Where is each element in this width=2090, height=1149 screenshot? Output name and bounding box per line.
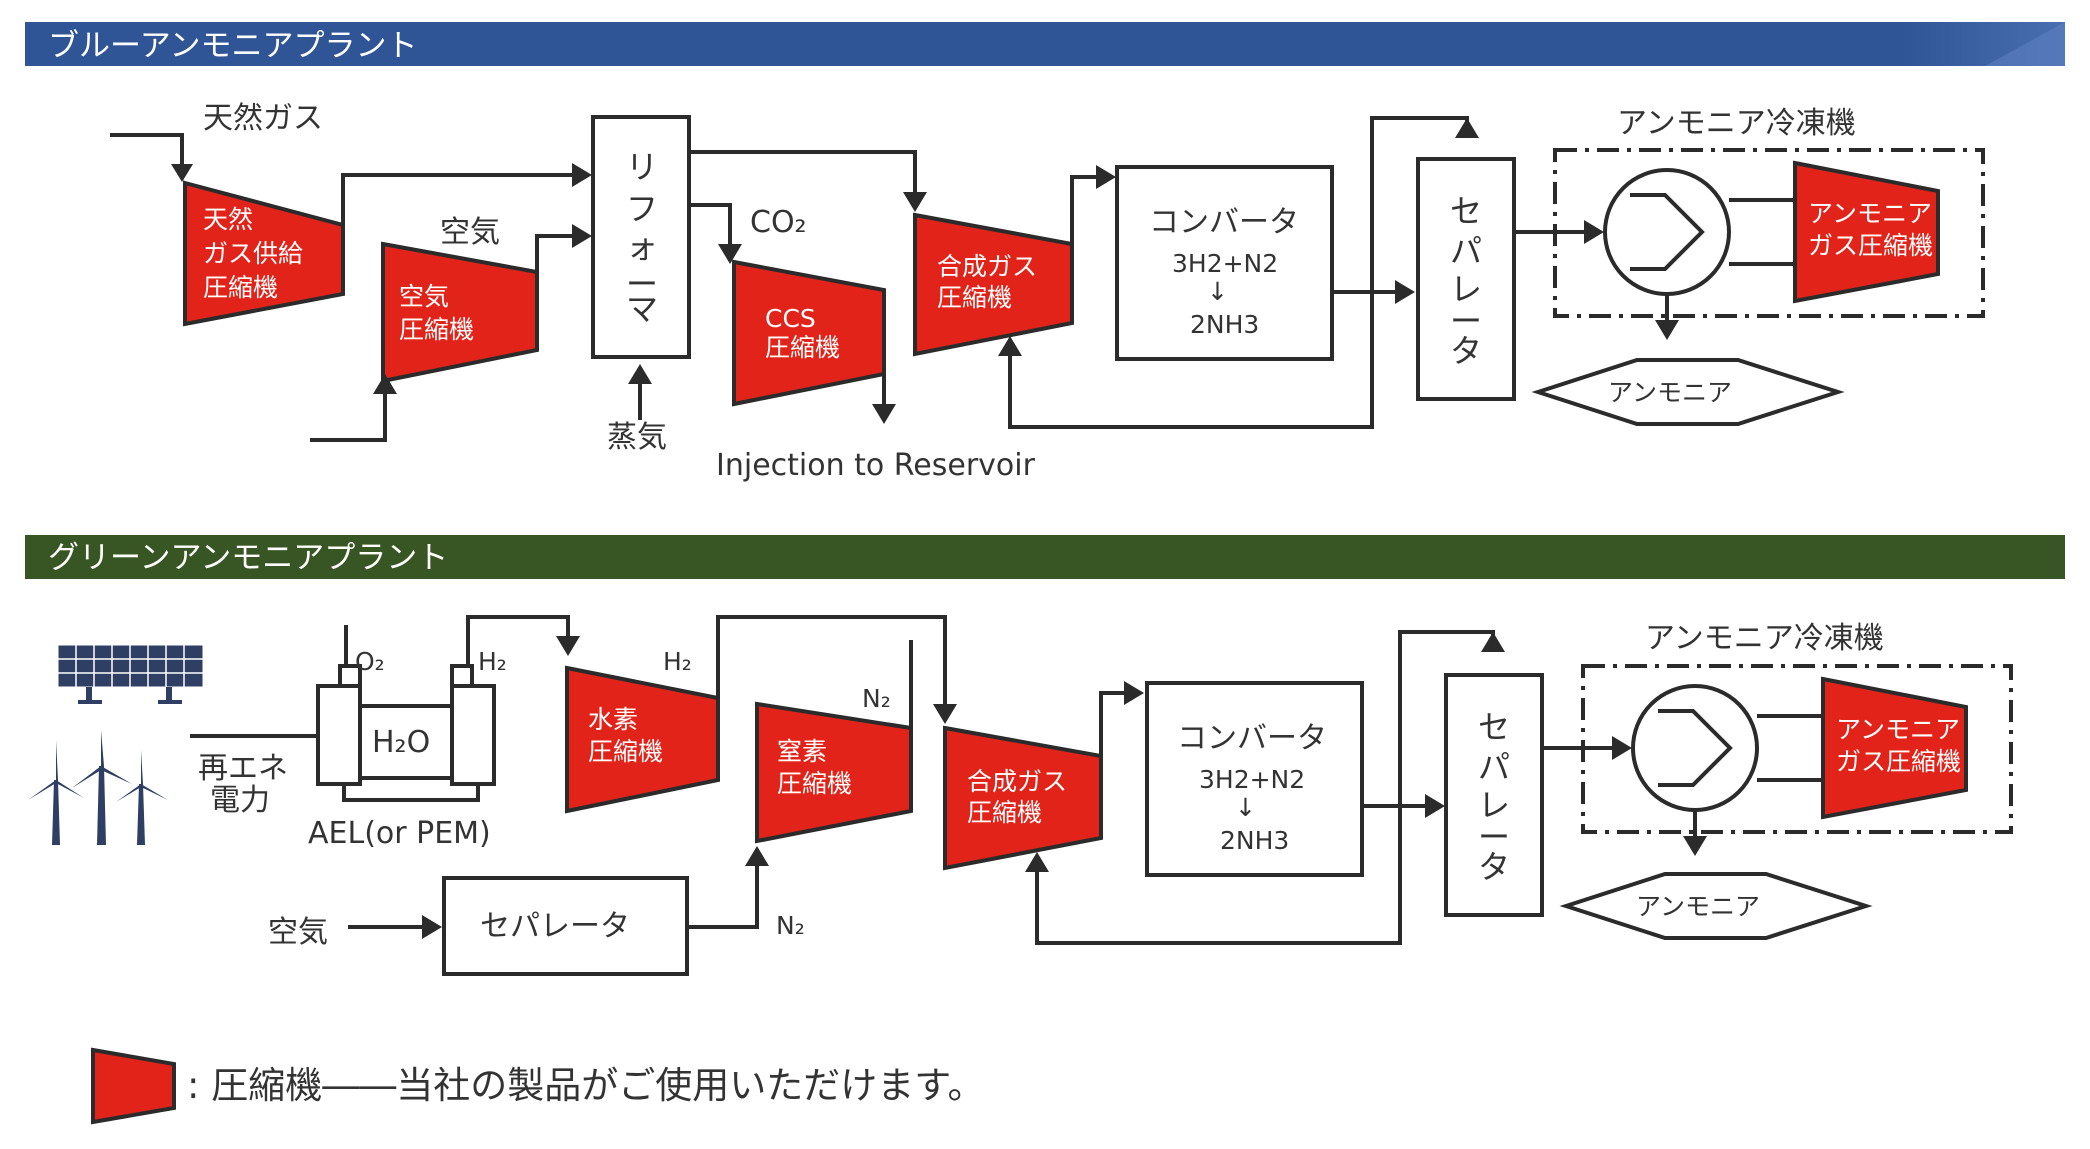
refrigerator-label-blue: アンモニア冷凍機 bbox=[1617, 106, 1856, 141]
converter-box-blue bbox=[1115, 165, 1334, 361]
h2-label: H₂ bbox=[663, 647, 692, 676]
sep-green-char4: ー bbox=[1478, 818, 1510, 856]
air-comp-line1: 空気 bbox=[399, 282, 449, 311]
n2-compressor bbox=[755, 701, 913, 844]
h2-comp-line1: 水素 bbox=[588, 705, 638, 734]
o2-label: O₂ bbox=[355, 647, 385, 676]
syngas-compressor-blue bbox=[913, 212, 1074, 357]
syngas-blue-line1: 合成ガス bbox=[937, 252, 1037, 281]
natural-gas-compressor bbox=[183, 180, 345, 327]
syngas-blue-line2: 圧縮機 bbox=[937, 283, 1012, 312]
h2-out-label: H₂ bbox=[478, 647, 507, 676]
h2-compressor bbox=[565, 665, 720, 814]
sep-green-char5: タ bbox=[1478, 848, 1510, 886]
ammonia-product-green bbox=[1559, 872, 1873, 940]
n2-bottom-label: N₂ bbox=[776, 911, 805, 940]
sep-blue-char5: タ bbox=[1450, 332, 1482, 370]
ccs-comp-line1: CCS bbox=[765, 304, 816, 333]
converter-box-green bbox=[1145, 681, 1364, 877]
sep-green-char3: レ bbox=[1478, 786, 1510, 824]
blue-banner-accent bbox=[1985, 22, 2065, 66]
nh3-compressor-green bbox=[1821, 676, 1968, 820]
legend-compressor-swatch bbox=[91, 1047, 176, 1125]
heat-exchanger-icon bbox=[1631, 684, 1759, 812]
syngas-green-line1: 合成ガス bbox=[967, 767, 1067, 796]
blue-title: ブルーアンモニアプラント bbox=[48, 28, 418, 64]
renewable-line1: 再エネ bbox=[198, 751, 288, 786]
nh3-comp-green-line2: ガス圧縮機 bbox=[1836, 747, 1961, 776]
reformer-char5: マ bbox=[626, 290, 658, 328]
converter-title-green: コンバータ bbox=[1177, 721, 1327, 756]
heat-exchanger-icon bbox=[1603, 168, 1731, 296]
refrigerator-label-green: アンモニア冷凍機 bbox=[1645, 621, 1884, 656]
air-label-green: 空気 bbox=[268, 915, 328, 950]
n2-comp-line1: 窒素 bbox=[777, 737, 827, 766]
reaction-out-blue: 2NH3 bbox=[1190, 310, 1259, 339]
nh3-comp-blue-line2: ガス圧縮機 bbox=[1808, 231, 1933, 260]
ng-comp-line2: ガス供給 bbox=[203, 239, 303, 268]
ng-comp-line3: 圧縮機 bbox=[203, 273, 278, 302]
syngas-green-line2: 圧縮機 bbox=[967, 798, 1042, 827]
air-comp-line2: 圧縮機 bbox=[399, 315, 474, 344]
sep-blue-char2: パ bbox=[1450, 232, 1482, 270]
separator-box-blue bbox=[1416, 157, 1516, 401]
ccs-comp-line2: 圧縮機 bbox=[765, 333, 840, 362]
reaction-in-green: 3H2+N2 bbox=[1199, 765, 1305, 794]
refrigerator-box-green bbox=[1581, 664, 2013, 834]
reaction-in-blue: 3H2+N2 bbox=[1172, 249, 1278, 278]
green-section: グリーンアンモニアプラント 再エネ 電力 bbox=[25, 535, 2065, 976]
h2-comp-line2: 圧縮機 bbox=[588, 737, 663, 766]
green-banner bbox=[25, 535, 2065, 579]
air-label-blue: 空気 bbox=[440, 215, 500, 250]
reformer-char3: ォ bbox=[626, 228, 658, 266]
converter-title-blue: コンバータ bbox=[1149, 205, 1299, 240]
reaction-arrow-blue: ↓ bbox=[1207, 277, 1228, 306]
reformer-box bbox=[591, 115, 691, 359]
solar-panel-icon bbox=[57, 644, 204, 704]
n2-comp-line2: 圧縮機 bbox=[777, 769, 852, 798]
legend-text: : 圧縮機――当社の製品がご使用いただけます。 bbox=[187, 1064, 985, 1107]
reaction-out-green: 2NH3 bbox=[1220, 826, 1289, 855]
h2o-label: H₂O bbox=[372, 725, 430, 760]
blue-section: ブルーアンモニアプラント 天然ガス 天然 ガス供給 圧縮機 空気 空気 圧縮機 … bbox=[25, 22, 2065, 483]
nh3-comp-blue-line1: アンモニア bbox=[1808, 199, 1932, 228]
legend: : 圧縮機――当社の製品がご使用いただけます。 bbox=[91, 1047, 985, 1125]
co2-label: CO₂ bbox=[750, 205, 807, 240]
ammonia-product-blue bbox=[1531, 358, 1845, 426]
blue-banner bbox=[25, 22, 2065, 66]
syngas-compressor-green bbox=[943, 725, 1103, 871]
separator-box-green bbox=[1444, 673, 1544, 917]
air-separator-box bbox=[442, 876, 689, 976]
ael-label: AEL(or PEM) bbox=[308, 816, 491, 851]
green-title: グリーンアンモニアプラント bbox=[48, 540, 448, 576]
reformer-char4: ー bbox=[626, 265, 658, 303]
air-separator-label: セパレータ bbox=[480, 909, 630, 944]
ammonia-label-blue: アンモニア bbox=[1608, 378, 1732, 407]
injection-label: Injection to Reservoir bbox=[716, 448, 1036, 483]
wind-turbine-icon bbox=[28, 730, 168, 845]
n2-top-label: N₂ bbox=[862, 684, 891, 713]
ammonia-label-green: アンモニア bbox=[1636, 892, 1760, 921]
sep-blue-char4: ー bbox=[1450, 302, 1482, 340]
reformer-char2: フ bbox=[626, 190, 658, 228]
refrigerator-box-blue bbox=[1553, 148, 1985, 318]
electrolyzer bbox=[316, 615, 570, 802]
natural-gas-label: 天然ガス bbox=[203, 101, 323, 136]
nh3-compressor-blue bbox=[1793, 160, 1940, 304]
sep-blue-char3: レ bbox=[1450, 270, 1482, 308]
sep-green-char2: パ bbox=[1478, 748, 1510, 786]
ng-comp-line1: 天然 bbox=[203, 205, 253, 234]
sep-green-char1: セ bbox=[1478, 708, 1510, 746]
air-compressor bbox=[381, 241, 539, 384]
reaction-arrow-green: ↓ bbox=[1235, 793, 1256, 822]
renewable-line2: 電力 bbox=[210, 783, 270, 818]
steam-label: 蒸気 bbox=[607, 420, 667, 455]
nh3-comp-green-line1: アンモニア bbox=[1836, 715, 1960, 744]
sep-blue-char1: セ bbox=[1450, 192, 1482, 230]
reformer-char1: リ bbox=[626, 148, 658, 186]
